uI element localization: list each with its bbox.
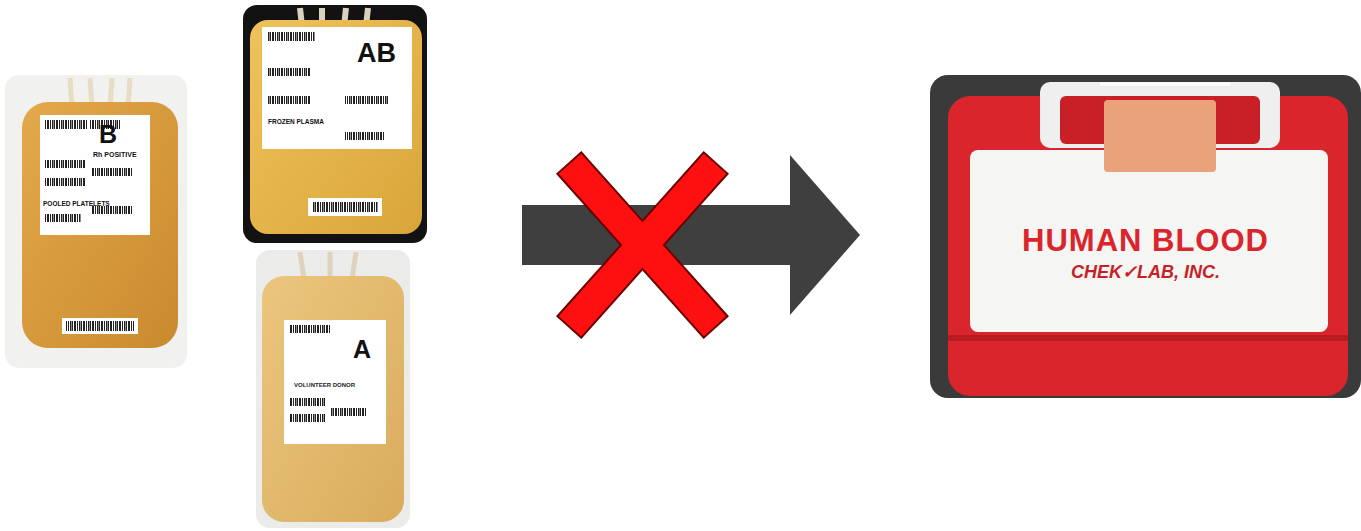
cooler-rim	[948, 335, 1348, 341]
barcode	[345, 96, 389, 104]
photo-frame	[5, 75, 187, 368]
photo-frame	[256, 250, 410, 528]
cable-tie	[1100, 83, 1230, 86]
bag-label	[284, 320, 386, 444]
photo-frame	[930, 75, 1361, 398]
bag-label	[62, 318, 138, 334]
barcode	[92, 168, 132, 176]
bag-label	[40, 115, 150, 235]
rh-factor: Rh POSITIVE	[93, 151, 137, 158]
barcode	[289, 398, 325, 406]
blood-cooler: HUMAN BLOOD CHEK✓LAB, INC.	[930, 75, 1361, 398]
plasma-bag: AB FROZEN PLASMA	[243, 5, 427, 243]
product-name: POOLED PLATELETS	[43, 201, 110, 208]
cooler-brand: CHEK✓LAB, INC.	[930, 263, 1361, 282]
barcode	[330, 408, 366, 416]
barcode	[267, 32, 315, 41]
blood-type: AB	[357, 39, 396, 67]
barcode	[289, 325, 331, 333]
product-name: FROZEN PLASMA	[268, 119, 324, 126]
bag-label	[308, 198, 382, 216]
bag-port	[300, 252, 356, 280]
transfer-arrow	[522, 155, 860, 315]
blood-bag	[22, 102, 178, 348]
blood-type: B	[99, 121, 117, 147]
donor-type: VOLUNTEER DONOR	[294, 382, 355, 388]
photo-frame	[243, 5, 427, 243]
barcode	[45, 120, 87, 129]
blood-type: A	[353, 336, 371, 362]
barcode	[312, 202, 378, 212]
barcode	[92, 206, 132, 214]
barcode	[289, 414, 325, 422]
barcode	[267, 68, 311, 76]
barcode	[45, 214, 81, 222]
barcode	[66, 321, 134, 331]
platelet-bag: B Rh POSITIVE POOLED PLATELETS	[5, 75, 187, 368]
barcode	[45, 178, 85, 186]
cooler-title: HUMAN BLOOD	[930, 225, 1361, 258]
barcode	[45, 160, 85, 168]
barcode	[345, 132, 385, 140]
prohibited-cross	[580, 175, 705, 315]
barcode	[267, 96, 311, 104]
cooler-tag	[1104, 100, 1216, 172]
blood-bag	[262, 276, 404, 522]
blood-bag: A VOLUNTEER DONOR	[256, 250, 410, 528]
bag-label	[262, 27, 412, 149]
blood-bag	[250, 20, 422, 234]
